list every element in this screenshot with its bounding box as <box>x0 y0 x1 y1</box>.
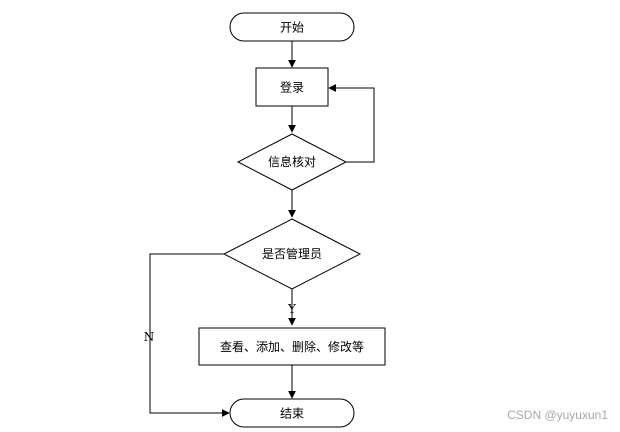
verify-label: 信息核对 <box>268 154 316 169</box>
watermark: CSDN @yuyuxun1 <box>507 408 608 422</box>
edge-admin-no <box>149 253 230 417</box>
verify-node: 信息核对 <box>236 133 348 191</box>
no-label: N <box>144 330 155 344</box>
end-node: 结束 <box>229 398 355 428</box>
is-admin-label: 是否管理员 <box>262 246 322 261</box>
start-node: 开始 <box>229 12 355 42</box>
login-label: 登录 <box>280 80 304 95</box>
yes-label: Y <box>287 302 297 316</box>
end-label: 结束 <box>280 407 304 421</box>
edge-verify-retry <box>328 84 375 163</box>
actions-node: 查看、添加、删除、修改等 <box>198 327 386 366</box>
login-node: 登录 <box>255 67 329 107</box>
is-admin-node: 是否管理员 <box>222 218 362 290</box>
actions-label: 查看、添加、删除、修改等 <box>220 339 364 354</box>
start-label: 开始 <box>280 21 304 35</box>
